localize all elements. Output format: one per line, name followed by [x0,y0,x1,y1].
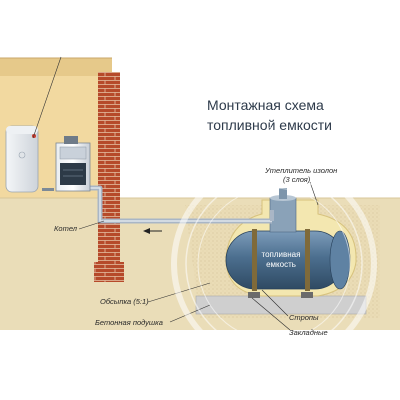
label-backfill: Обсыпка (5:1) [100,297,149,306]
diagram-title-line2: топливной емкости [207,117,332,133]
tank-label: топливная емкость [252,250,310,270]
boiler [42,136,91,192]
label-straps: Стропы [289,313,319,322]
flow-arrow [143,228,162,234]
label-insulation-line1: Утеплитель изолон [265,166,338,175]
embedded-anchor-left [248,292,260,298]
water-heater [5,125,39,193]
tank-label-line1: топливная [261,250,301,259]
concrete-pad [195,295,367,315]
strap-right [305,229,310,291]
diagram-title-line1: Монтажная схема [207,97,324,113]
fuel-tank [225,188,351,298]
strap-left [252,229,257,291]
diagram-title: Монтажная схема топливной емкости [207,95,332,135]
label-insulation-line2: (3 слоя) [283,175,311,184]
watermark-seal [171,161,377,367]
brick-wall [98,72,120,282]
label-insulation: Утеплитель изолон (3 слоя) [265,166,337,184]
label-boiler: Котел [54,224,77,233]
label-embedded-parts: Закладные [289,328,328,337]
embedded-anchor-right [301,292,313,298]
label-concrete-pad: Бетонная подушка [95,318,163,327]
tank-label-line2: емкость [266,260,296,269]
